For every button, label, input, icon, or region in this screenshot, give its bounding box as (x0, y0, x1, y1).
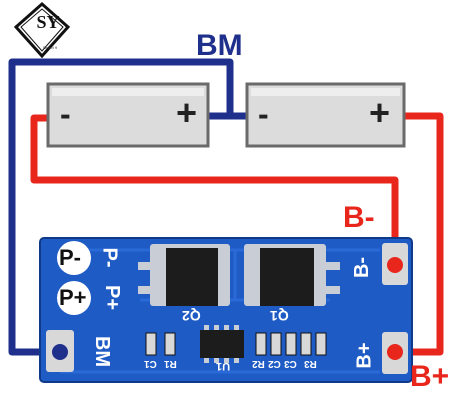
silk-b-minus: B- (351, 256, 374, 279)
logo-text: SY (36, 12, 60, 32)
cell-2-positive-sign: + (369, 92, 391, 133)
silk-bm: BM (91, 335, 114, 368)
silk-p-minus: P- (98, 247, 121, 268)
silk-q2: Q2 (182, 308, 201, 324)
battery-cell-2 (245, 82, 406, 148)
p-plus-pad-label: P+ (59, 285, 87, 310)
cell-1-positive-sign: + (176, 92, 198, 133)
b-minus-wire (30, 114, 399, 262)
bm-label: BM (196, 29, 243, 62)
silk-q1: Q1 (270, 308, 289, 324)
p-minus-pad (57, 241, 91, 275)
b-minus-terminal (387, 257, 403, 273)
b-plus-label: B+ (410, 360, 450, 393)
b-minus-label: B- (343, 201, 375, 234)
mosfet-q2 (138, 244, 230, 306)
p-plus-pad (57, 281, 91, 315)
silk-b-plus: B+ (353, 342, 376, 369)
cell-2-negative-sign: - (258, 96, 269, 132)
b-plus-terminal (387, 344, 403, 360)
silk-c2: C2 (268, 358, 281, 369)
ic-u1 (200, 330, 244, 358)
battery-cell-1 (46, 82, 210, 148)
b-plus-wire (395, 112, 444, 356)
smd-components (145, 332, 327, 356)
cell-1-negative-sign: - (60, 96, 71, 132)
silk-r1: R1 (164, 358, 177, 369)
silk-r3: R3 (304, 358, 317, 369)
brand-logo (13, 1, 71, 59)
silk-p-plus: P+ (101, 284, 124, 311)
silk-r2: R2 (252, 358, 265, 369)
logo-subtext: Sinovi 9 (42, 45, 58, 50)
bms-pcb (39, 237, 413, 383)
silk-c3: C3 (284, 358, 297, 369)
mosfet-q1 (244, 244, 340, 306)
silk-u1: U1 (216, 360, 231, 372)
bm-wire (8, 58, 234, 356)
bm-terminal (52, 344, 68, 360)
p-minus-pad-label: P- (59, 245, 81, 270)
silk-c1: C1 (144, 358, 157, 369)
